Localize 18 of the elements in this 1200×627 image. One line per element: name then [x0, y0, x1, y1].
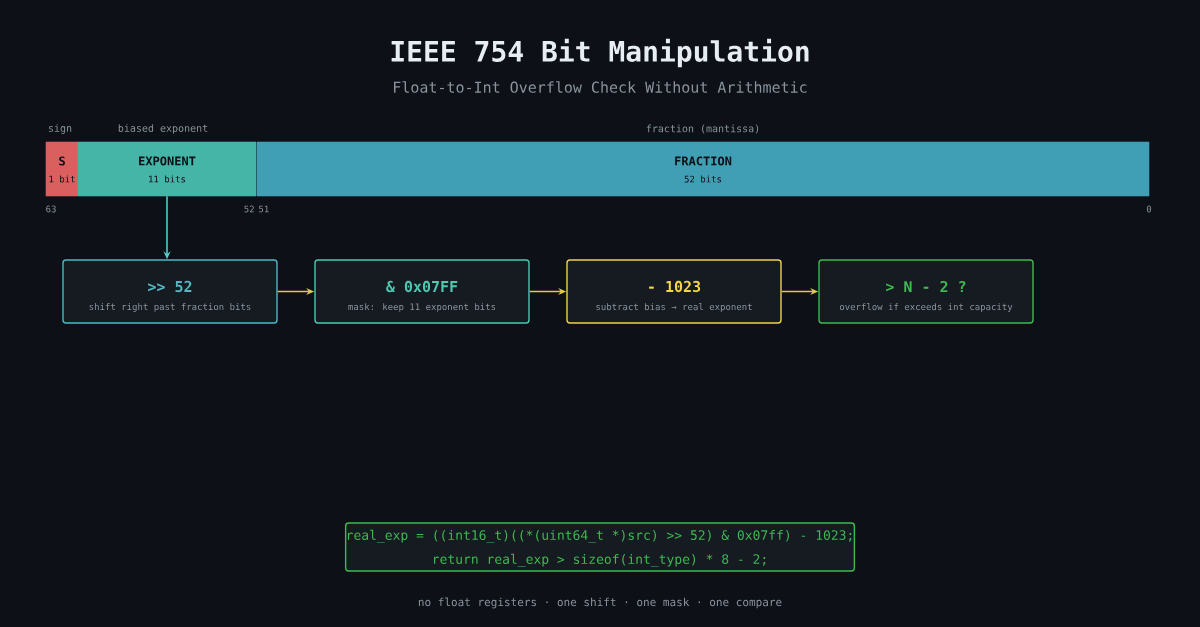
step-box: & 0x07FF mask: keep 11 exponent bits	[314, 259, 530, 324]
footer-note: no float registers · one shift · one mask · one compare	[418, 597, 782, 609]
field-label: sign	[49, 124, 72, 134]
field-label: fraction (mantissa)	[646, 124, 759, 134]
title: IEEE 754 Bit Manipulation	[391, 38, 809, 68]
step-box: >> 52 shift right past fraction bits	[62, 259, 278, 324]
step-box: > N - 2 ? overflow if exceeds int capacity	[818, 259, 1034, 324]
bit-field: S 1 bit	[45, 141, 79, 197]
subtitle: Float-to-Int Overflow Check Without Arithmetic	[394, 81, 807, 93]
field-label: biased exponent	[118, 124, 208, 134]
bit-index: 0	[1146, 205, 1152, 213]
bit-index: 63	[46, 205, 56, 213]
code-box: real_exp = ((int16_t)((*(uint64_t *)src) >> 52) & 0x07ff) - 1023; return real_exp > sizeof(int_type) * 8 - 2;	[344, 522, 856, 572]
bit-index: 51	[259, 205, 269, 213]
bit-index: 52	[244, 205, 254, 213]
bit-field: FRACTION 52 bits	[256, 141, 1150, 197]
step-box: - 1023 subtract bias → real exponent	[566, 259, 782, 324]
bit-field: EXPONENT 11 bits	[77, 141, 257, 197]
